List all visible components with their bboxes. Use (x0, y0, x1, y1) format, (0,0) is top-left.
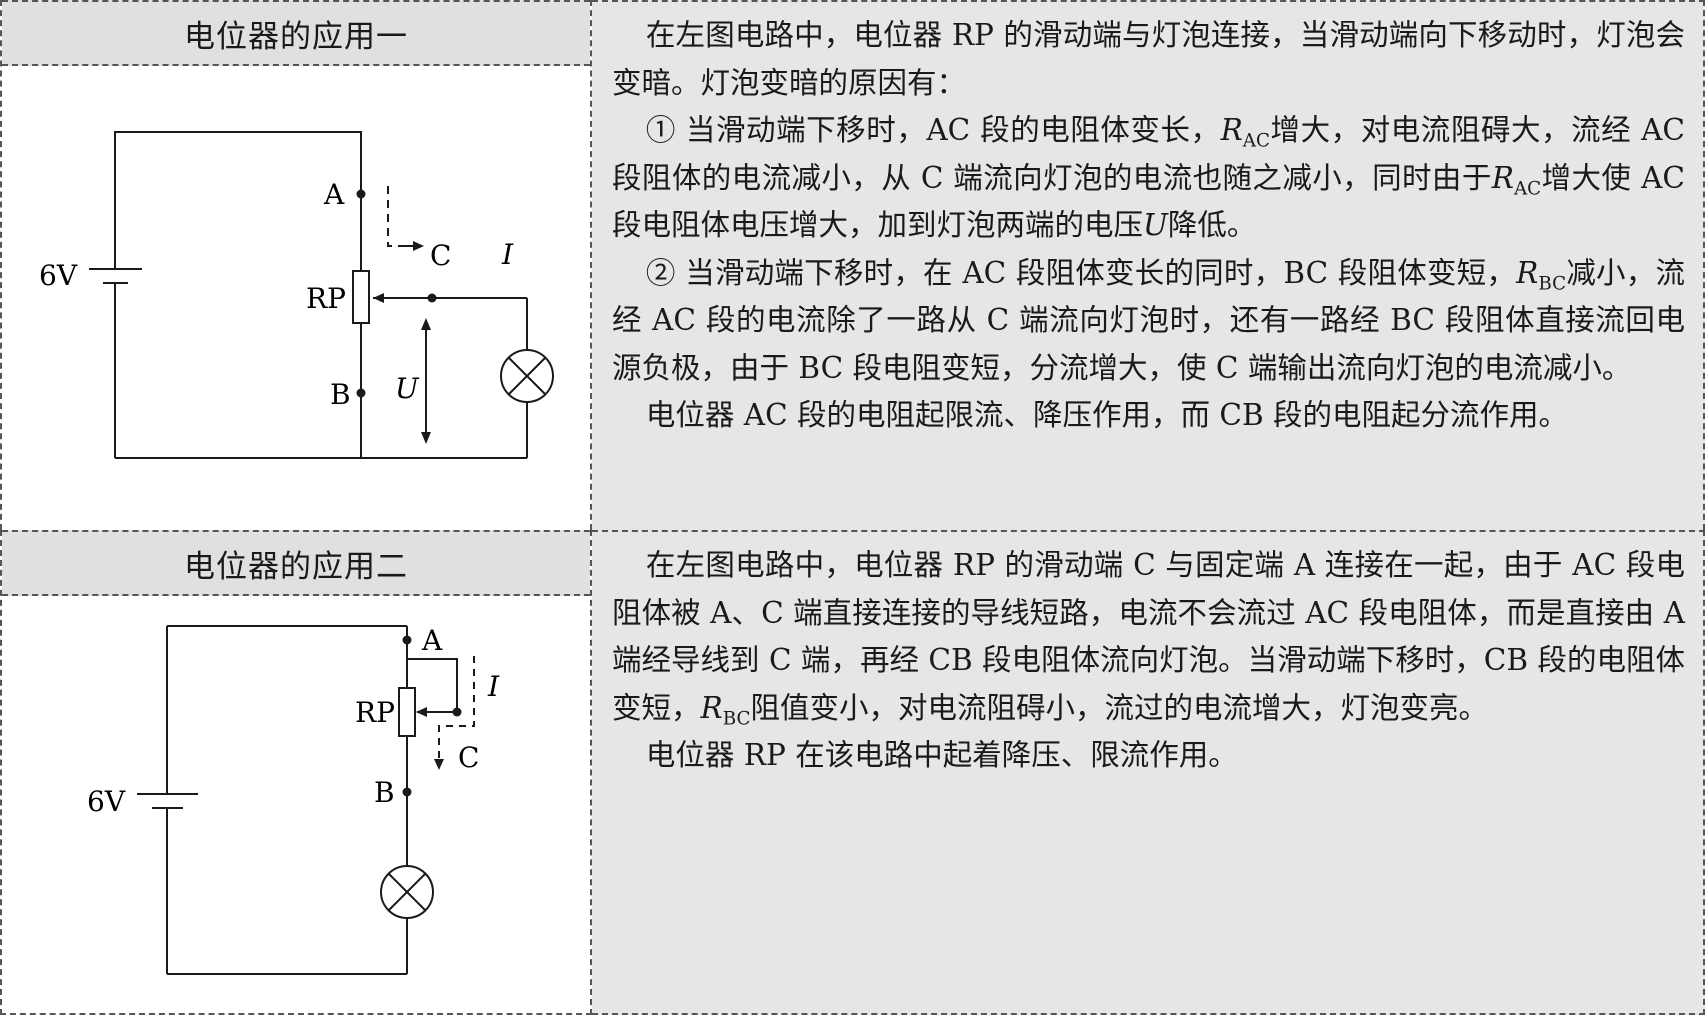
node-b (402, 787, 412, 797)
node-c (427, 293, 437, 303)
paragraph-reason-one: ① 当滑动端下移时，AC 段的电阻体变长，RAC增大，对电流阻碍大，流经 AC … (612, 113, 1685, 242)
application-one-section: 电位器的应用一 (0, 0, 1705, 530)
potentiometer-rp-label: RP (306, 282, 346, 315)
battery-voltage-label: 6V (39, 259, 78, 292)
terminal-b-label: B (330, 378, 351, 411)
circuit-diagram-one: 6V A B C RP I U (39, 131, 554, 459)
voltage-u-label: U (395, 372, 420, 405)
battery-voltage-label: 6V (87, 785, 126, 818)
paragraph-summary: 电位器 RP 在该电路中起着降压、限流作用。 (645, 738, 1238, 772)
potentiometer-rp-label: RP (355, 696, 395, 729)
node-c (452, 707, 462, 717)
current-i-label: I (501, 238, 514, 271)
application-one-left-column: 电位器的应用一 (0, 0, 592, 530)
terminal-a-label: A (421, 624, 443, 657)
paragraph-reason-two: ② 当滑动端下移时，在 AC 段阻体变长的同时，BC 段阻体变短，RBC减小，流… (612, 255, 1685, 385)
application-one-explanation: 在左图电路中，电位器 RP 的滑动端与灯泡连接，当滑动端向下移动时，灯泡会变暗。… (592, 0, 1705, 530)
application-two-title: 电位器的应用二 (2, 530, 590, 596)
current-i-label: I (487, 670, 500, 703)
node-a (402, 635, 412, 645)
paragraph: 在左图电路中，电位器 RP 的滑动端与灯泡连接，当滑动端向下移动时，灯泡会变暗。… (612, 18, 1685, 100)
application-two-section: 电位器的应用二 (0, 530, 1705, 1015)
terminal-c-label: C (430, 239, 451, 272)
terminal-b-label: B (374, 776, 395, 809)
terminal-c-label: C (458, 741, 479, 774)
application-two-left-column: 电位器的应用二 (0, 530, 592, 1015)
circuit-diagram-two: 6V A B C RP I (87, 624, 500, 975)
application-two-explanation: 在左图电路中，电位器 RP 的滑动端 C 与固定端 A 连接在一起，由于 AC … (592, 530, 1705, 1015)
node-a (356, 189, 366, 199)
node-b (356, 388, 366, 398)
paragraph-summary: 电位器 AC 段的电阻起限流、降压作用，而 CB 段的电阻起分流作用。 (645, 398, 1569, 432)
terminal-a-label: A (323, 178, 345, 211)
application-one-title: 电位器的应用一 (2, 0, 590, 66)
paragraph-explanation: 在左图电路中，电位器 RP 的滑动端 C 与固定端 A 连接在一起，由于 AC … (612, 548, 1685, 729)
